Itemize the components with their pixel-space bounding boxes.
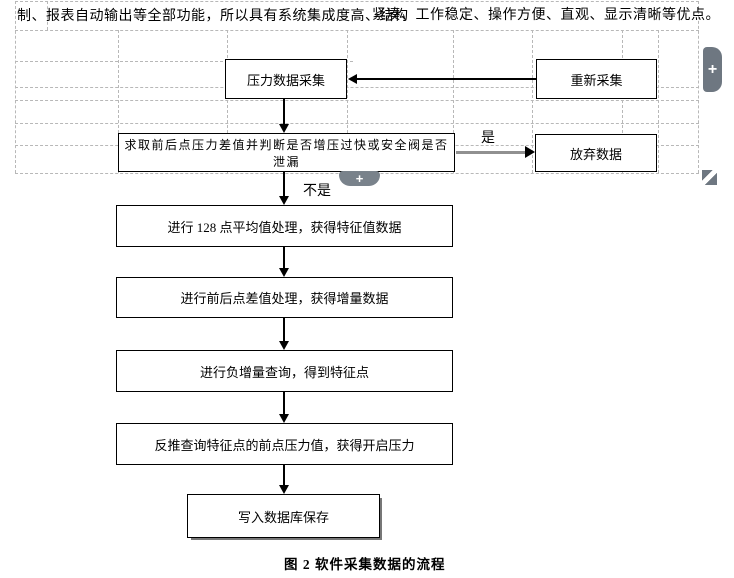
- paragraph-left-column: 制、报表自动输出等全部功能，所以具有系统集成度高、结构: [17, 9, 409, 24]
- connector-negquery-to-backtrace: [283, 392, 285, 415]
- connector-collect-to-judge: [283, 99, 285, 125]
- plus-icon: +: [707, 60, 718, 78]
- flow-node-judge: 求取前后点压力差值并判断是否增压过快或安全阀是否泄漏: [118, 133, 455, 172]
- flow-node-save-db: 写入数据库保存: [187, 494, 380, 538]
- flow-node-back-trace: 反推查询特征点的前点压力值，获得开启压力: [116, 423, 453, 465]
- table-gridline-horizontal: [15, 87, 699, 88]
- flow-node-negative-query: 进行负增量查询，得到特征点: [116, 350, 453, 392]
- connector-difference-to-negquery: [283, 318, 285, 342]
- arrowhead-judge-to-average: [279, 196, 289, 205]
- connector-judge-to-average: [283, 172, 285, 197]
- connector-judge-to-discard: [456, 151, 527, 154]
- resize-handle-icon[interactable]: [702, 170, 717, 185]
- table-gridline-vertical: [658, 30, 659, 173]
- flow-node-difference: 进行前后点差值处理，获得增量数据: [116, 277, 453, 318]
- flow-node-pressure-collect: 压力数据采集: [225, 59, 347, 99]
- table-gridline-vertical: [118, 30, 119, 173]
- plus-icon: +: [355, 171, 364, 186]
- arrowhead-recollect-to-collect: [348, 74, 357, 84]
- arrowhead-negquery-to-backtrace: [279, 414, 289, 423]
- table-gridline-vertical: [532, 30, 533, 173]
- arrowhead-average-to-difference: [279, 268, 289, 277]
- flow-node-discard: 放弃数据: [535, 134, 657, 172]
- table-gridline-horizontal: [15, 1, 699, 2]
- table-gridline-vertical: [15, 1, 16, 173]
- flow-node-average-128: 进行 128 点平均值处理，获得特征值数据: [116, 205, 453, 247]
- edge-label-no: 不是: [303, 184, 331, 199]
- arrowhead-judge-to-discard: [525, 146, 535, 158]
- table-gridline-horizontal: [15, 100, 699, 101]
- flow-node-recollect: 重新采集: [536, 59, 657, 99]
- arrowhead-collect-to-judge: [279, 124, 289, 133]
- connector-backtrace-to-save: [283, 465, 285, 486]
- table-gridline-vertical: [227, 30, 228, 173]
- edge-label-yes: 是: [481, 131, 495, 146]
- table-gridline-horizontal: [15, 30, 699, 31]
- table-gridline-horizontal: [15, 123, 699, 124]
- arrowhead-backtrace-to-save: [279, 485, 289, 494]
- paragraph-right-column: 紧凑、工作稳定、操作方便、直观、显示清晰等优点。: [372, 8, 720, 23]
- table-gridline-vertical: [698, 1, 699, 173]
- expand-handle-bottom[interactable]: +: [339, 171, 380, 186]
- arrowhead-difference-to-negquery: [279, 341, 289, 350]
- table-gridline-vertical: [453, 30, 454, 173]
- figure-caption: 图 2 软件采集数据的流程: [284, 557, 446, 572]
- expand-handle-right[interactable]: +: [703, 47, 722, 92]
- table-gridline-vertical: [622, 30, 623, 173]
- connector-average-to-difference: [283, 247, 285, 269]
- table-gridline-horizontal: [15, 61, 353, 62]
- table-gridline-vertical: [347, 30, 348, 173]
- table-gridline-vertical: [47, 1, 48, 30]
- connector-recollect-to-collect: [356, 78, 536, 80]
